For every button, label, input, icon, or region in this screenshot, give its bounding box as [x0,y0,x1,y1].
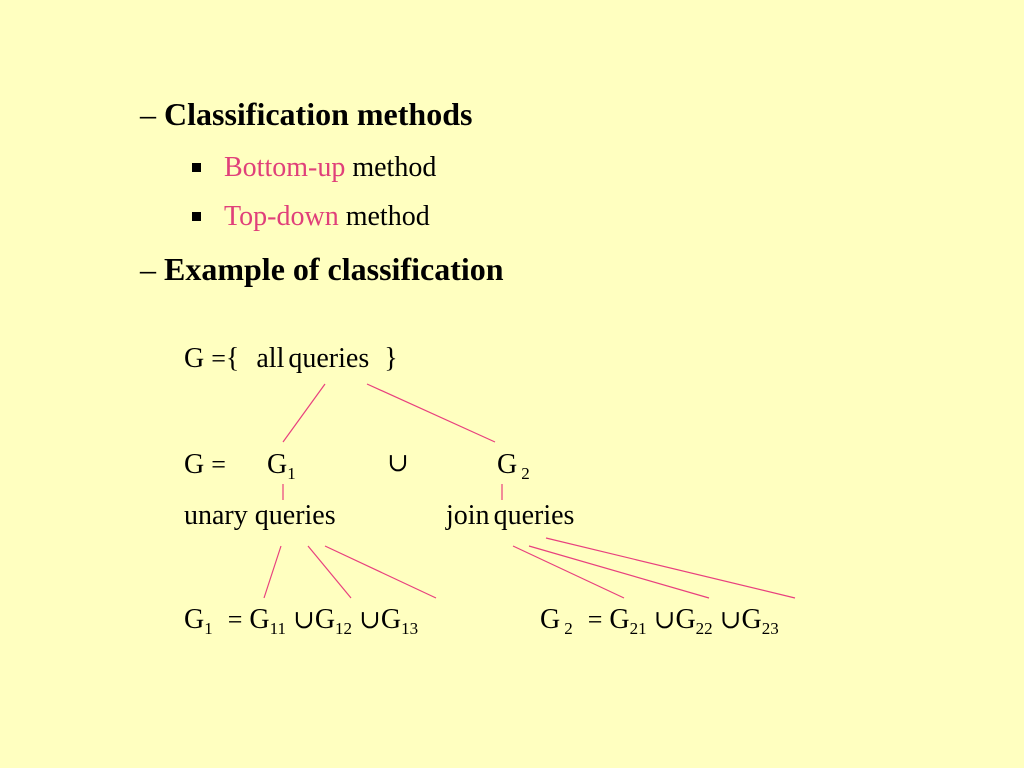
set-symbol: G [497,449,518,480]
outline-item-label: Classification methods [164,96,473,132]
subscript: 13 [401,619,419,638]
left-brace: { [225,343,240,374]
root-text-all: all [256,343,285,374]
equation-g1-decomposition: G1 = G11 ∪G12 ∪G13 [184,604,419,638]
union-symbol: ∪ [387,448,409,477]
label-word: join [446,500,490,531]
equals-sign: = [587,605,603,634]
subscript: 2 [521,464,530,483]
level1-g: G = [184,449,226,481]
set-symbol: G [267,449,288,480]
union-symbol: ∪ [719,605,742,634]
label-word: queries [254,500,336,531]
subscript: 23 [761,619,779,638]
sub-item-text: method [345,201,430,232]
union-symbol: ∪ [359,605,381,634]
set-symbol: G [741,604,762,635]
set-symbol: G [380,604,402,635]
label-word: queries [493,500,575,531]
square-bullet-icon [192,212,201,221]
sub-item-top-down: Top-down method [192,201,430,233]
union-symbol: ∪ [653,605,676,634]
connector-join-g22 [528,545,710,599]
label-unary-queries: unary queries [184,500,336,532]
connector-unary-g12 [307,545,352,599]
set-symbol: G [184,604,205,635]
set-symbol: G [314,604,336,635]
subscript: 1 [204,619,213,638]
connector-root-g1 [282,383,326,443]
label-word: unary [184,500,248,531]
sub-item-accent: Bottom-up [224,152,346,183]
equals-sign: = [227,605,243,634]
set-symbol: G [249,604,270,635]
dash-marker: – [140,96,156,132]
subscript: 22 [695,619,713,638]
union-symbol: ∪ [293,605,315,634]
connector-unary-g13 [324,545,437,599]
subscript: 2 [564,619,573,638]
sub-item-bottom-up: Bottom-up method [192,152,436,184]
subscript: 21 [629,619,647,638]
set-symbol: G [184,449,205,480]
sub-item-text: method [352,152,437,183]
sub-item-accent: Top-down [224,201,339,232]
subscript: 1 [287,464,296,483]
square-bullet-icon [192,163,201,172]
connector-root-g2 [366,383,496,443]
right-brace: } [384,343,398,374]
connector-join-g21 [512,545,625,599]
level1-union: ∪ [387,447,409,479]
connector-unary-g11 [263,545,282,599]
dash-marker: – [140,251,156,287]
connector-join-g23 [545,537,796,599]
subscript: 11 [269,619,287,638]
outline-item-label: Example of classification [164,251,504,287]
equals-sign: = [211,450,226,479]
level1-g1: G1 [267,449,296,483]
outline-item-classification-methods: –Classification methods [140,96,472,133]
set-symbol: G [675,604,696,635]
set-symbol: G [609,604,630,635]
set-symbol: G [540,604,561,635]
set-symbol: G [184,343,205,374]
equals-sign: = [211,344,226,373]
outline-item-example: –Example of classification [140,251,504,288]
subscript: 12 [335,619,353,638]
root-text-queries: queries [288,343,370,374]
